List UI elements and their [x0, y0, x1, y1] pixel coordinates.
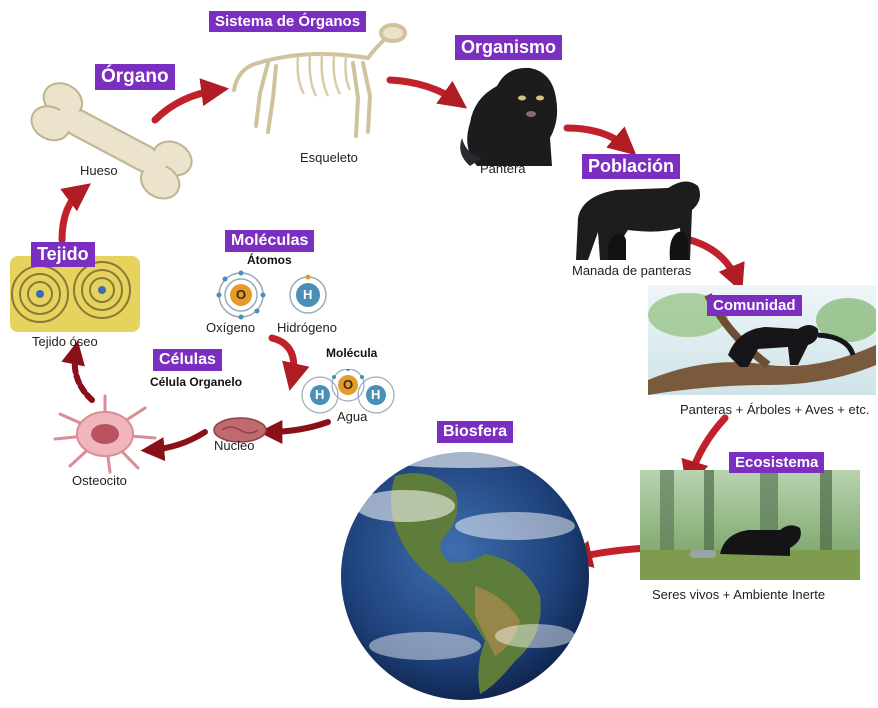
bone-illustration [12, 70, 212, 210]
water-h-right-symbol: H [371, 387, 380, 402]
water-o-symbol: O [343, 377, 353, 392]
celulas-subtitle: Célula Organelo [150, 375, 242, 389]
organo-caption: Hueso [80, 163, 118, 178]
moleculas-title: Moléculas [225, 230, 314, 252]
arrow-comunidad-to-ecosistema [690, 418, 725, 478]
comunidad-caption: Panteras + Árboles + Aves + etc. [680, 402, 869, 417]
osteocyte-illustration [50, 394, 160, 474]
tejido-title: Tejido [31, 242, 95, 267]
celulas-title: Células [153, 349, 222, 371]
osteocito-caption: Osteocito [72, 473, 127, 488]
hydrogen-name: Hidrógeno [277, 320, 337, 335]
tejido-caption: Tejido óseo [32, 334, 98, 349]
oxygen-name: Oxígeno [206, 320, 255, 335]
organo-title: Órgano [95, 64, 175, 90]
biosfera-title: Biosfera [437, 421, 513, 443]
panther-pack-illustration [568, 168, 708, 268]
ecosistema-caption: Seres vivos + Ambiente Inerte [652, 587, 825, 602]
arrow-organismo-to-poblacion [567, 128, 628, 148]
poblacion-title: Población [582, 154, 680, 179]
earth-illustration [335, 446, 595, 706]
organismo-caption: Pantera [480, 161, 526, 176]
bone-tissue-illustration [10, 256, 140, 332]
arrow-atomos-to-molecula [272, 338, 294, 380]
comunidad-title: Comunidad [707, 295, 802, 316]
molecula-heading: Molécula [326, 346, 377, 360]
atomos-heading: Átomos [247, 253, 292, 267]
ecosistema-title: Ecosistema [729, 452, 824, 473]
arrow-osteocito-to-tejido [75, 350, 92, 400]
panther-illustration [452, 58, 572, 173]
sistema-title: Sistema de Órganos [209, 11, 366, 32]
water-h-left-symbol: H [315, 387, 324, 402]
sistema-caption: Esqueleto [300, 150, 358, 165]
oxygen-symbol: O [236, 287, 246, 302]
water-caption: Agua [337, 409, 367, 424]
ecosystem-illustration [640, 470, 860, 580]
nucleo-caption: Núcleo [214, 438, 254, 453]
arrow-agua-to-nucleo [268, 422, 328, 432]
organismo-title: Organismo [455, 35, 562, 60]
hydrogen-symbol: H [303, 287, 312, 302]
poblacion-caption: Manada de panteras [572, 263, 691, 278]
